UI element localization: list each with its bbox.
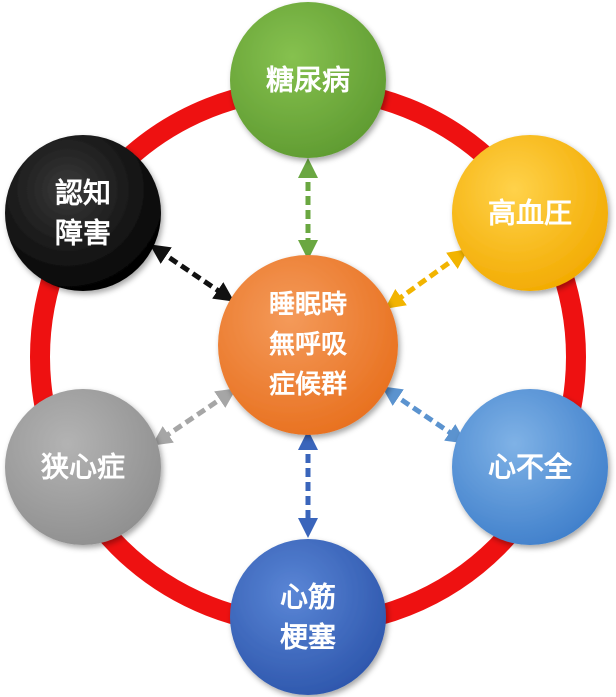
node-heart-failure-circle (452, 389, 608, 545)
node-dementia-circle (5, 135, 161, 291)
arrow-hypertension (384, 249, 469, 309)
node-diabetes-label-line-1: 糖尿病 (266, 64, 350, 97)
node-infarction-label-line-2: 梗塞 (280, 621, 336, 654)
node-dementia-label-line-1: 認知 (55, 177, 111, 210)
arrow-angina (151, 388, 237, 446)
node-angina-circle (5, 389, 161, 545)
node-diabetes-circle (230, 2, 386, 158)
node-infarction-circle (230, 539, 386, 695)
center-node: 睡眠時 無呼吸 症候群 (218, 255, 398, 435)
center-label-line-2: 無呼吸 (269, 330, 347, 360)
arrow-heart-failure (381, 386, 467, 444)
node-angina: 狭心症 (5, 389, 161, 545)
node-diabetes: 糖尿病 (230, 2, 386, 158)
center-label-line-1: 睡眠時 (269, 290, 347, 320)
node-angina-label-line-1: 狭心症 (40, 451, 125, 484)
node-dementia-label-line-2: 障害 (55, 217, 111, 250)
connector-arrows (149, 158, 469, 538)
center-label-line-3: 症候群 (269, 369, 347, 400)
node-heart-failure-label-line-1: 心不全 (488, 451, 573, 484)
node-hypertension-label-line-1: 高血圧 (488, 197, 572, 230)
center-node-circle (218, 255, 398, 435)
node-hypertension-circle (452, 135, 608, 291)
node-infarction-label-line-1: 心筋 (280, 581, 336, 614)
arrow-dementia (149, 244, 235, 302)
node-hypertension: 高血圧 (452, 135, 608, 291)
node-heart-failure: 心不全 (452, 389, 608, 545)
